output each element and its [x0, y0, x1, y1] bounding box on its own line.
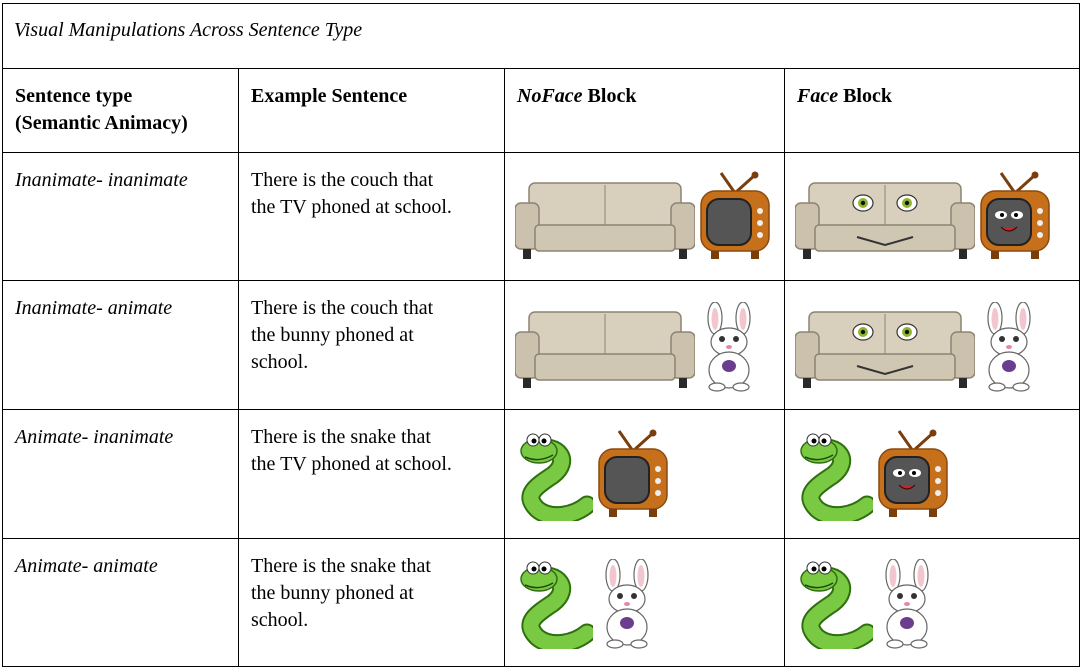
bunny-picture	[979, 301, 1039, 400]
bunny-icon	[605, 558, 649, 649]
bunny-icon	[987, 301, 1031, 392]
snake-icon	[800, 433, 877, 526]
tv-picture	[979, 171, 1051, 271]
sentence-line: school.	[251, 351, 309, 373]
tv-picture	[597, 429, 669, 529]
face-image-cell	[785, 153, 1079, 280]
eyes-icon	[852, 323, 918, 341]
header-face-block: Face Block	[785, 69, 1079, 152]
sentence-line: There is the couch that	[251, 169, 434, 191]
header-example-text: Example Sentence	[251, 85, 408, 107]
example-sentence-cell: There is the couch that the bunny phoned…	[239, 281, 505, 409]
couch-icon	[794, 311, 976, 388]
header-example-sentence: Example Sentence	[239, 69, 505, 152]
table-row: Inanimate- animate There is the couch th…	[3, 281, 1079, 410]
noface-image-cell	[505, 153, 785, 280]
snake-picture	[515, 431, 597, 529]
face-image-cell	[785, 539, 1079, 667]
face-image-cell	[785, 410, 1079, 538]
snake-picture	[795, 559, 877, 657]
header-sentence-type-line2: (Semantic Animacy)	[15, 112, 188, 134]
caption-text: Visual Manipulations Across Sentence Typ…	[14, 19, 363, 41]
sentence-line: school.	[251, 609, 309, 631]
tv-picture	[699, 171, 771, 271]
snake-icon	[520, 561, 597, 654]
sentence-line: There is the snake that	[251, 555, 431, 577]
sentence-type-text: Animate- inanimate	[15, 426, 174, 448]
sentence-type-text: Animate- animate	[15, 555, 158, 577]
noface-image-cell	[505, 539, 785, 667]
snake-picture	[795, 431, 877, 529]
header-row: Sentence type (Semantic Animacy) Example…	[3, 69, 1079, 153]
table-row: Animate- animate There is the snake that…	[3, 539, 1079, 667]
couch-icon	[514, 311, 696, 388]
header-face-rest: Block	[838, 85, 892, 107]
noface-image-cell	[505, 410, 785, 538]
tv-icon	[598, 429, 668, 517]
tv-icon	[878, 429, 948, 517]
sentence-type-text: Inanimate- inanimate	[15, 169, 188, 191]
header-sentence-type: Sentence type (Semantic Animacy)	[3, 69, 239, 152]
example-sentence-cell: There is the couch that the TV phoned at…	[239, 153, 505, 280]
couch-icon	[514, 182, 696, 259]
bunny-picture	[597, 558, 657, 657]
noface-image-cell	[505, 281, 785, 409]
sentence-line: the bunny phoned at	[251, 324, 414, 346]
tv-picture	[877, 429, 949, 529]
sentence-line: the bunny phoned at	[251, 582, 414, 604]
snake-picture	[515, 559, 597, 657]
table-row: Inanimate- inanimate There is the couch …	[3, 153, 1079, 281]
sentence-line: There is the couch that	[251, 297, 434, 319]
sentence-line: There is the snake that	[251, 426, 431, 448]
face-image-cell	[785, 281, 1079, 409]
bunny-icon	[707, 301, 751, 392]
header-noface-italic: NoFace	[517, 85, 583, 107]
sentence-line: the TV phoned at school.	[251, 453, 452, 475]
table-row: Animate- inanimate There is the snake th…	[3, 410, 1079, 539]
header-face-italic: Face	[797, 85, 839, 107]
eyes-icon	[852, 194, 918, 212]
sentence-type-text: Inanimate- animate	[15, 297, 173, 319]
tv-icon	[980, 171, 1050, 259]
bunny-picture	[699, 301, 759, 400]
example-sentence-cell: There is the snake that the bunny phoned…	[239, 539, 505, 667]
couch-picture	[794, 173, 976, 271]
sentence-type-cell: Animate- inanimate	[3, 410, 239, 538]
couch-picture	[514, 173, 696, 271]
snake-icon	[520, 433, 597, 526]
couch-icon	[794, 182, 976, 259]
bunny-picture	[877, 558, 937, 657]
sentence-type-cell: Inanimate- inanimate	[3, 153, 239, 280]
sentence-type-cell: Animate- animate	[3, 539, 239, 667]
header-noface-block: NoFace Block	[505, 69, 785, 152]
couch-picture	[514, 302, 696, 400]
example-sentence-cell: There is the snake that the TV phoned at…	[239, 410, 505, 538]
manipulations-table: Visual Manipulations Across Sentence Typ…	[2, 3, 1080, 667]
tv-icon	[700, 171, 770, 259]
sentence-line: the TV phoned at school.	[251, 196, 452, 218]
header-sentence-type-line1: Sentence type	[15, 85, 133, 107]
snake-icon	[800, 561, 877, 654]
table-caption: Visual Manipulations Across Sentence Typ…	[3, 4, 1079, 69]
sentence-type-cell: Inanimate- animate	[3, 281, 239, 409]
couch-picture	[794, 302, 976, 400]
bunny-icon	[885, 558, 929, 649]
header-noface-rest: Block	[582, 85, 637, 107]
